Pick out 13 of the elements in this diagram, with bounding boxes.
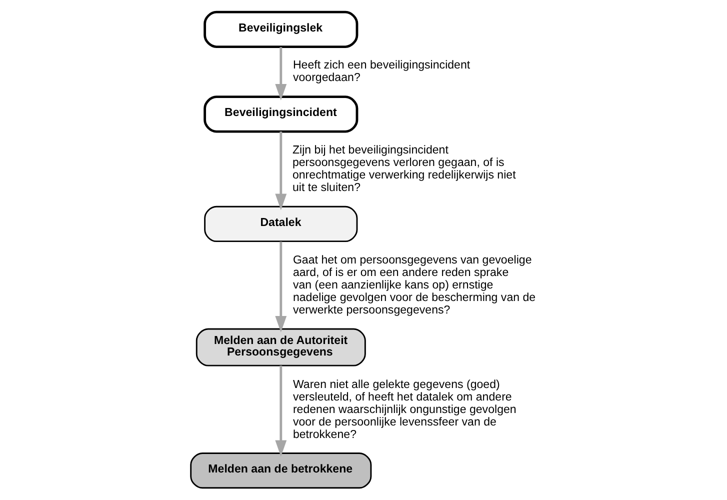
arrow xyxy=(275,242,287,332)
node-box: Beveiligingsincident xyxy=(204,96,358,133)
arrow xyxy=(275,47,287,100)
edge-label: Zijn bij het beveiligingsincident persoonsgegevens verloren gegaan, of is onrechtmatige verwerking redelijkerwijs niet uit te sluiten? xyxy=(292,144,516,194)
edge-label: Gaat het om persoonsgegevens van gevoelige aard, of is er om een andere reden sprake van (een aanzienlijke kans op) ernstige nadelige gevolgen voor de bescherming van de verwerkte persoonsgegevens? xyxy=(292,254,536,317)
arrow xyxy=(275,366,287,457)
arrow xyxy=(275,132,287,210)
node-box: Datalek xyxy=(204,206,358,242)
node-box: Melden aan de Autoriteit Persoonsgegevens xyxy=(196,328,366,366)
node-box: Melden aan de betrokkene xyxy=(190,452,372,489)
edge-label: Waren niet alle gelekte gegevens (goed) versleuteld, of heeft het datalek om andere redenen waarschijnlijk ongunstige gevolgen voor de persoonlijke levenssfeer van de betrokkene? xyxy=(292,378,516,441)
edge-label: Heeft zich een beveiligingsincident voorgedaan? xyxy=(292,60,470,84)
node-box: Beveiligingslek xyxy=(204,10,358,48)
